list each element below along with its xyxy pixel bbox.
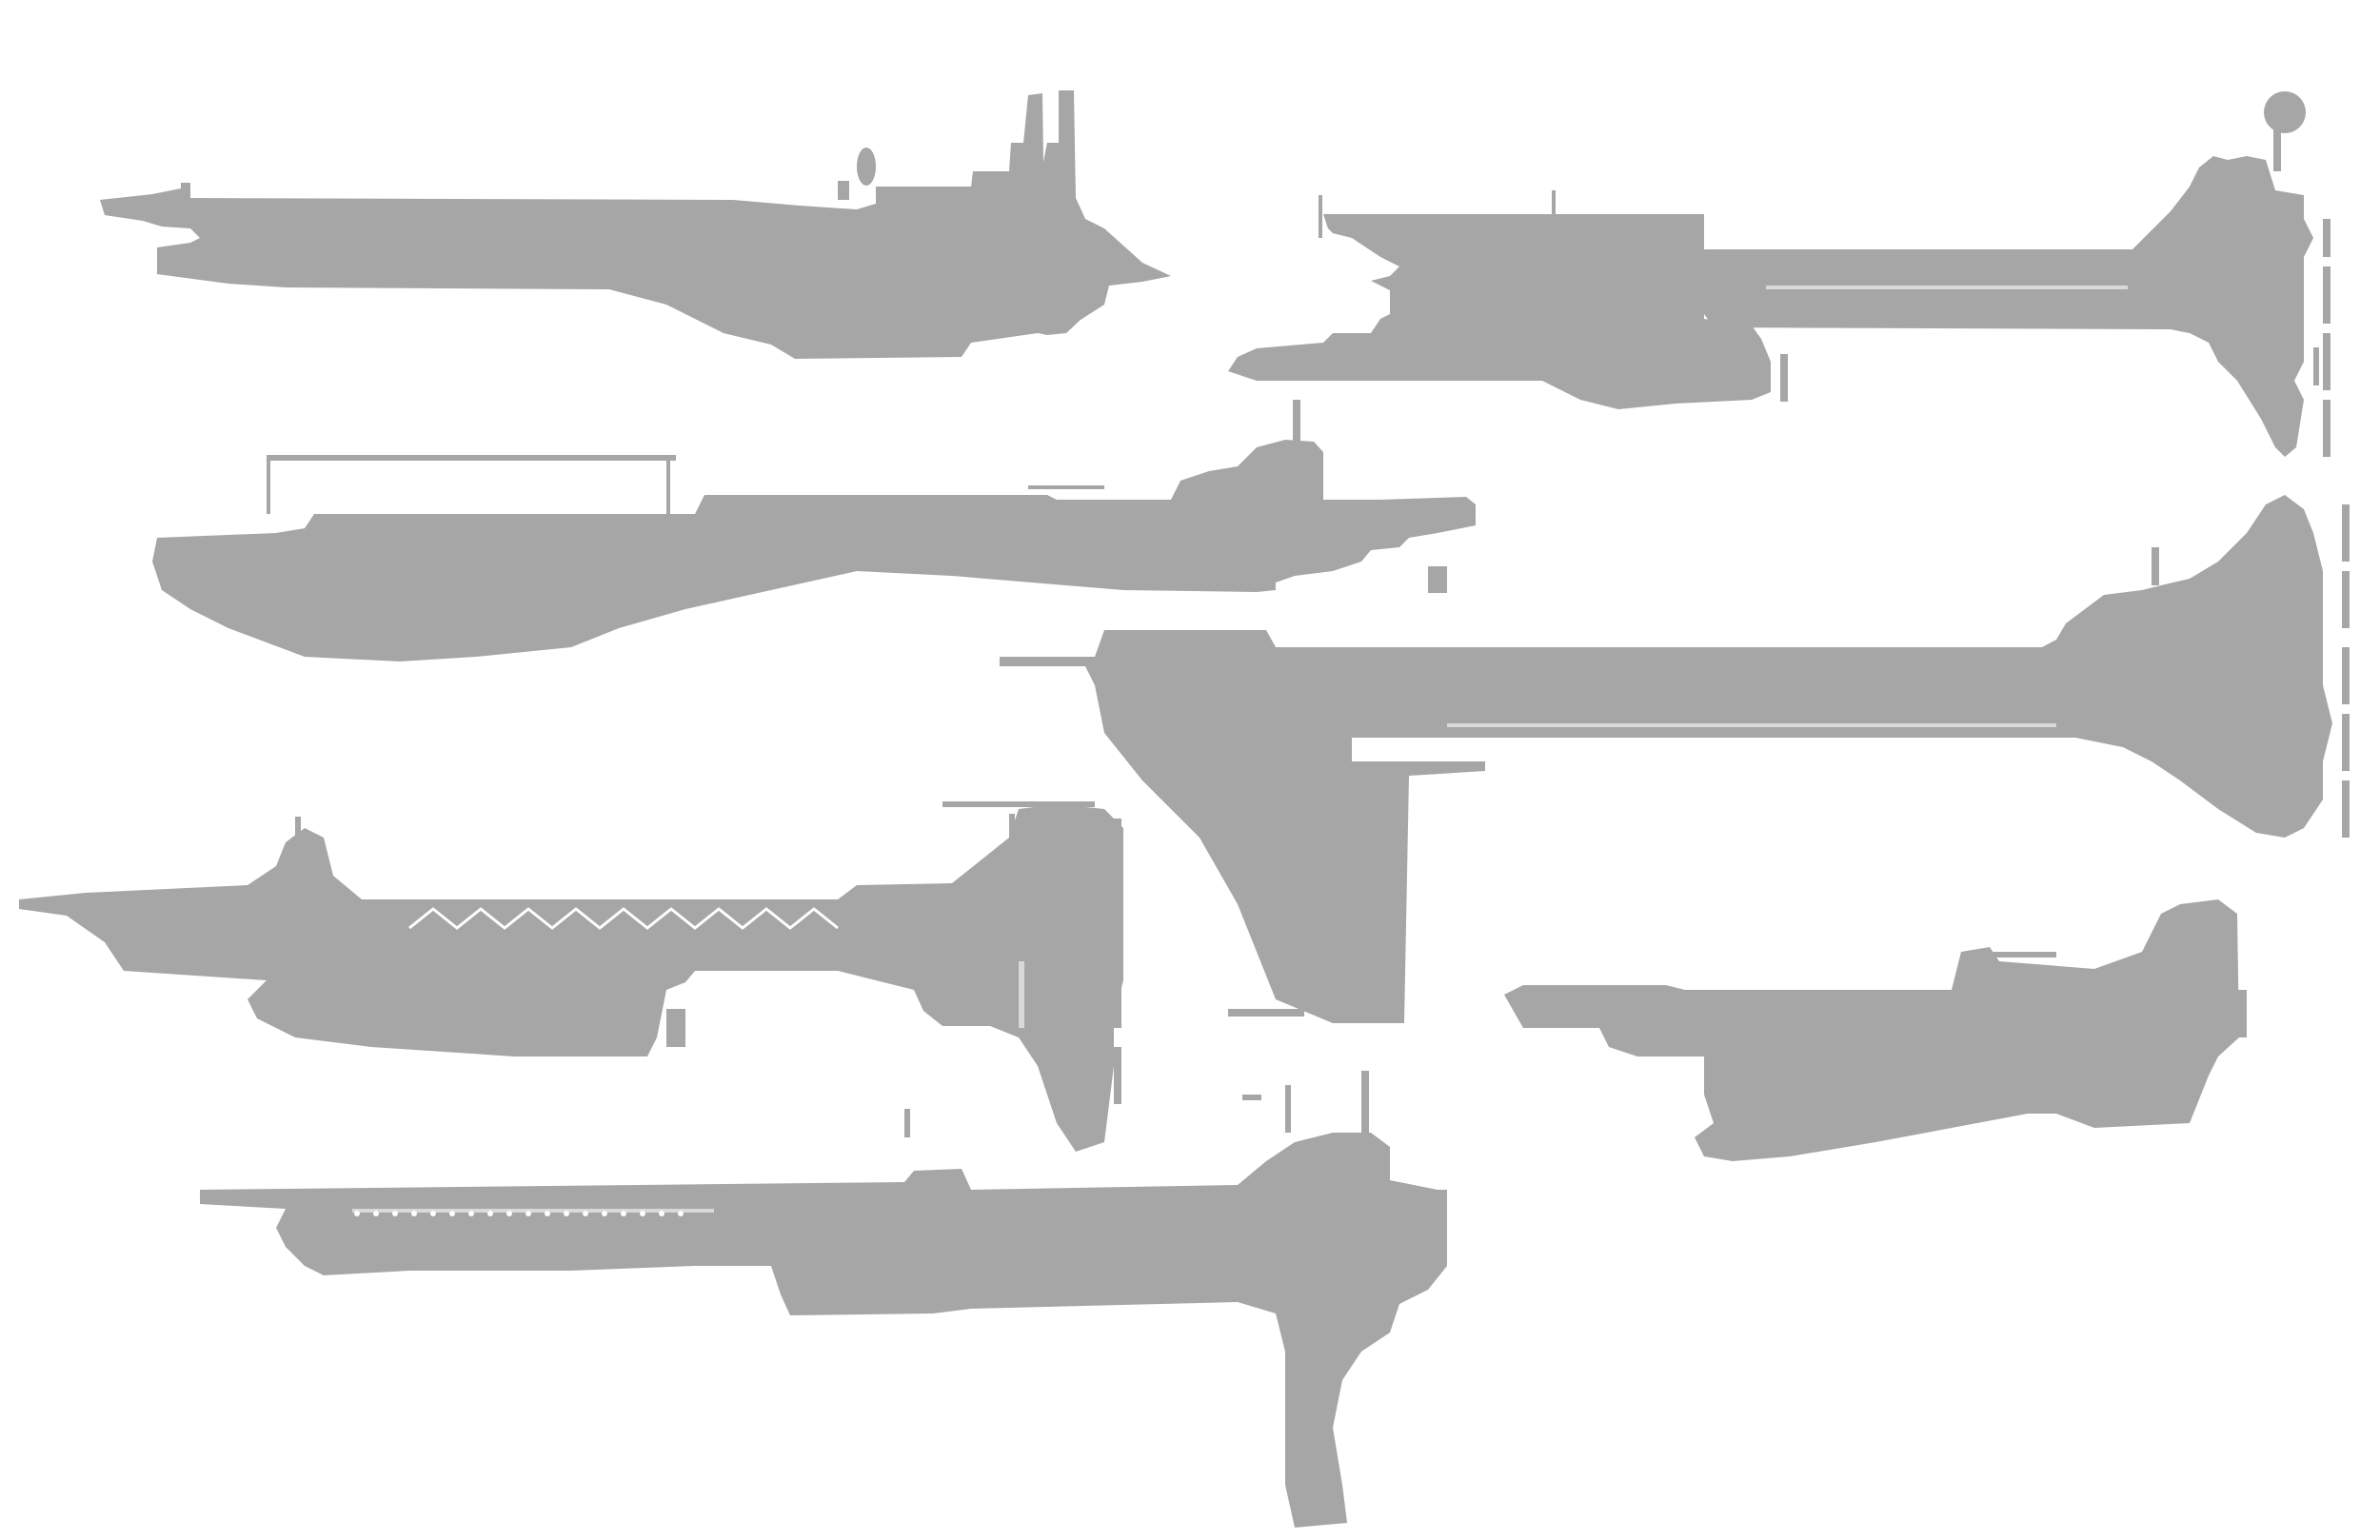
rail-dots	[354, 1211, 684, 1216]
ship-silhouette-8	[904, 347, 2319, 1137]
highlight-marks	[352, 286, 2128, 1213]
ship-silhouette-3	[152, 400, 1476, 661]
ship-silhouette-6	[1504, 899, 2247, 1161]
ship-silhouette-4	[1000, 495, 2350, 1023]
ship-silhouette-5	[19, 801, 1123, 1152]
truss-pattern	[408, 907, 839, 930]
ship-silhouette-2	[1228, 91, 2330, 457]
ship-silhouette-7	[200, 1071, 1447, 1528]
ship-silhouette-1	[100, 90, 1171, 359]
